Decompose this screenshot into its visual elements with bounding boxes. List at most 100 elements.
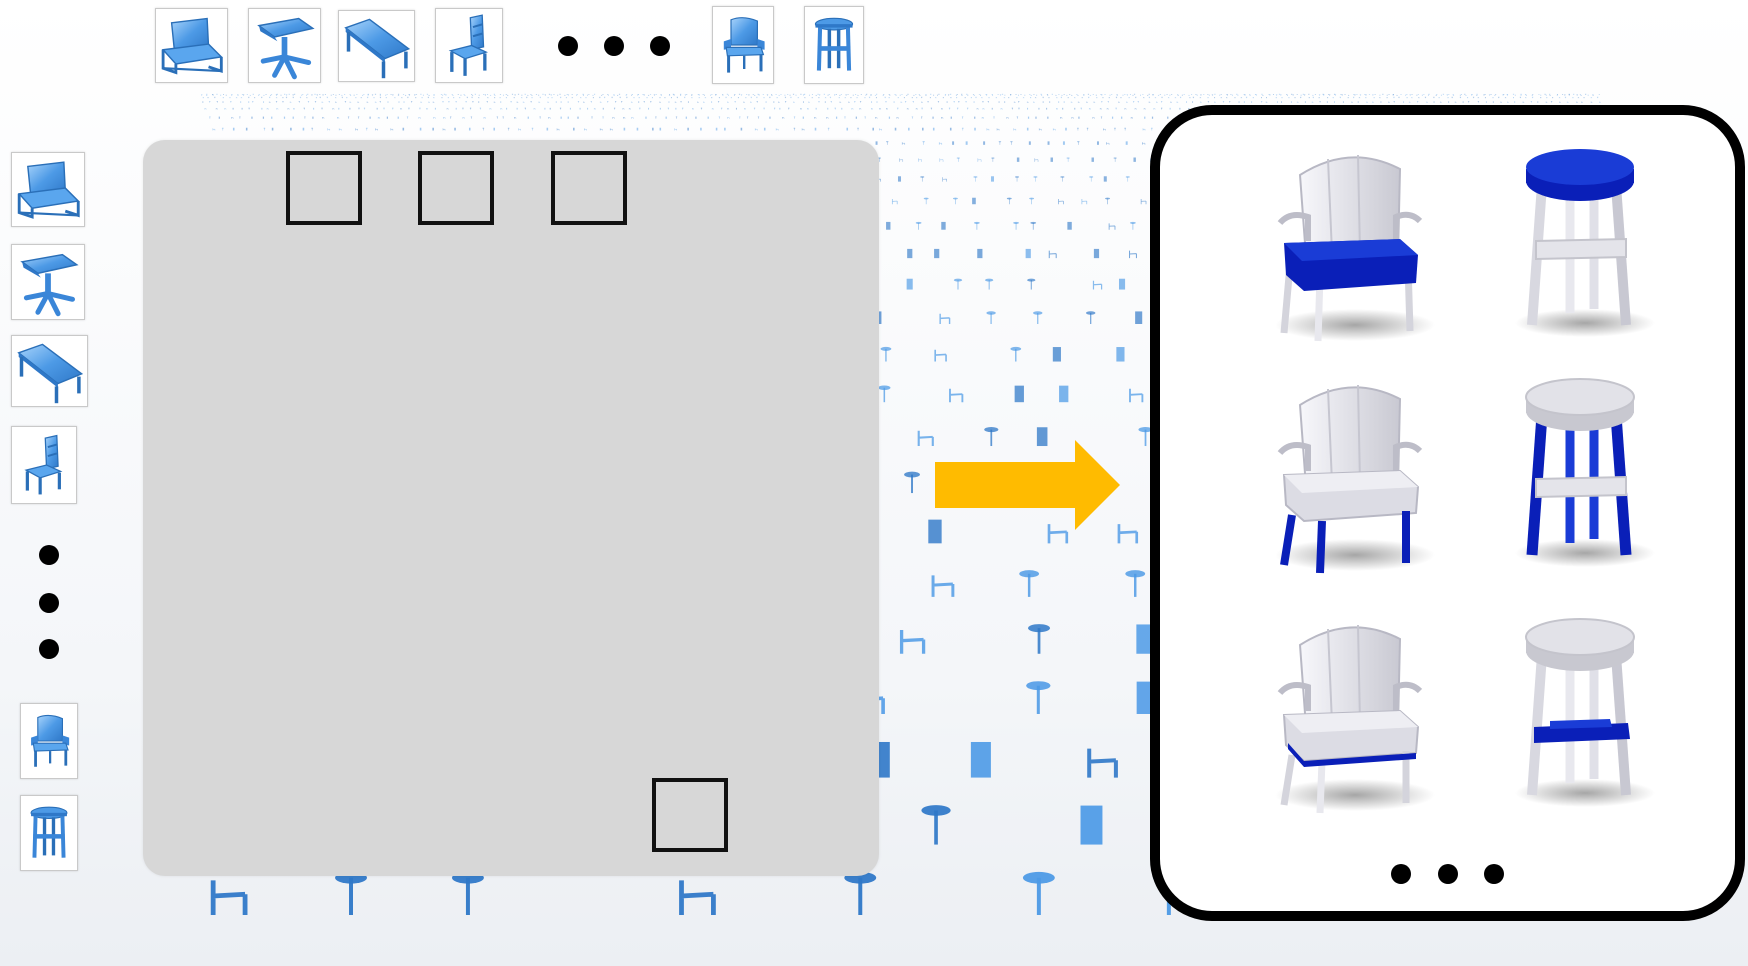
background-chair-mark xyxy=(282,97,283,98)
background-chair-mark xyxy=(952,141,954,144)
background-chair-mark xyxy=(1102,97,1103,98)
background-chair-mark xyxy=(710,95,711,96)
background-chair-mark xyxy=(1562,94,1563,95)
armchair-icon xyxy=(12,153,84,226)
background-chair-mark xyxy=(1048,141,1050,144)
background-chair-mark xyxy=(889,95,890,96)
background-chair-mark xyxy=(687,128,689,131)
background-chair-mark xyxy=(872,128,874,131)
background-chair-mark xyxy=(1038,108,1039,110)
result-armchair-rail-highlight xyxy=(1275,625,1435,813)
top-thumb-armchair xyxy=(155,8,228,83)
part-correspondence-panel xyxy=(1150,105,1745,921)
background-chair-mark xyxy=(686,117,687,119)
background-chair-mark xyxy=(1493,101,1494,102)
background-chair-mark xyxy=(248,101,249,102)
background-chair-mark xyxy=(312,117,313,119)
background-chair-mark xyxy=(568,101,569,102)
background-chair-mark xyxy=(803,101,804,102)
background-chair-mark xyxy=(387,117,388,119)
background-chair-mark xyxy=(1083,94,1084,95)
background-chair-mark xyxy=(1552,97,1553,98)
background-chair-mark xyxy=(593,97,594,98)
background-chair-mark xyxy=(1015,386,1024,403)
background-chair-mark xyxy=(233,108,234,110)
background-chair-mark xyxy=(763,94,764,95)
background-chair-mark xyxy=(441,94,442,95)
background-chair-mark xyxy=(458,94,459,95)
background-chair-mark xyxy=(983,141,985,144)
background-chair-mark xyxy=(583,95,584,96)
background-chair-mark xyxy=(1004,95,1005,96)
background-chair-mark xyxy=(355,97,356,98)
background-chair-mark xyxy=(226,95,227,96)
background-chair-mark xyxy=(1588,95,1589,96)
background-chair-mark xyxy=(442,95,443,96)
background-chair-mark xyxy=(846,128,848,131)
background-chair-mark xyxy=(380,95,381,96)
background-chair-mark xyxy=(919,94,920,95)
background-chair-mark xyxy=(1117,94,1118,95)
background-chair-mark xyxy=(828,95,829,96)
background-chair-mark xyxy=(941,222,945,230)
background-chair-mark xyxy=(734,95,735,96)
background-chair-mark xyxy=(648,108,649,110)
background-chair-mark xyxy=(1092,158,1094,162)
background-chair-mark xyxy=(403,128,405,131)
armchair-icon xyxy=(21,704,77,778)
background-chair-mark xyxy=(303,128,305,131)
background-chair-mark xyxy=(1104,176,1107,181)
background-chair-mark xyxy=(1053,347,1061,361)
background-chair-mark xyxy=(1309,97,1310,98)
background-chair-mark xyxy=(933,95,934,96)
background-chair-mark xyxy=(1513,97,1514,98)
background-chair-mark xyxy=(550,108,551,110)
background-chair-mark xyxy=(1008,97,1009,98)
armchair-icon xyxy=(713,7,773,83)
background-chair-mark xyxy=(1051,158,1053,162)
background-chair-mark xyxy=(506,108,507,110)
result-grid xyxy=(1160,115,1735,911)
background-chair-mark xyxy=(895,128,897,131)
background-chair-mark xyxy=(886,222,890,230)
background-chair-mark xyxy=(263,101,264,102)
background-chair-mark xyxy=(266,94,267,95)
background-chair-mark xyxy=(871,94,872,95)
background-chair-mark xyxy=(223,94,224,95)
background-chair-mark xyxy=(972,198,976,205)
side-chair-icon xyxy=(436,9,502,82)
top-thumb-swivel-chair xyxy=(248,8,321,83)
background-chair-mark xyxy=(1192,101,1193,102)
background-chair-mark xyxy=(688,101,689,102)
background-chair-mark xyxy=(1333,97,1334,98)
result-ellipsis-dot-1 xyxy=(1391,864,1411,884)
top-thumb-table xyxy=(338,10,415,82)
armchair-icon xyxy=(156,9,227,82)
background-chair-mark xyxy=(1406,94,1407,95)
left-thumb-side-chair xyxy=(11,426,77,504)
background-chair-mark xyxy=(1273,94,1274,95)
background-chair-mark xyxy=(809,95,810,96)
background-chair-mark xyxy=(1035,117,1036,119)
background-chair-mark xyxy=(624,128,626,131)
background-chair-mark xyxy=(369,117,370,119)
left-thumb-table xyxy=(11,335,88,407)
background-chair-mark xyxy=(933,128,935,131)
background-chair-mark xyxy=(1074,108,1075,110)
background-chair-mark xyxy=(544,108,545,110)
background-chair-mark xyxy=(580,108,581,110)
background-chair-mark xyxy=(469,128,471,131)
background-chair-mark xyxy=(1016,97,1017,98)
background-chair-mark xyxy=(711,94,712,95)
background-chair-mark xyxy=(932,117,933,119)
side-chair-icon xyxy=(12,427,76,503)
background-chair-mark xyxy=(865,95,866,96)
background-chair-mark xyxy=(950,97,951,98)
background-chair-mark xyxy=(1129,97,1130,98)
table-icon xyxy=(339,11,414,81)
background-chair-mark xyxy=(587,95,588,96)
background-chair-mark xyxy=(764,128,766,131)
background-chair-mark xyxy=(957,94,958,95)
background-chair-mark xyxy=(769,117,770,119)
background-chair-mark xyxy=(1434,101,1435,102)
